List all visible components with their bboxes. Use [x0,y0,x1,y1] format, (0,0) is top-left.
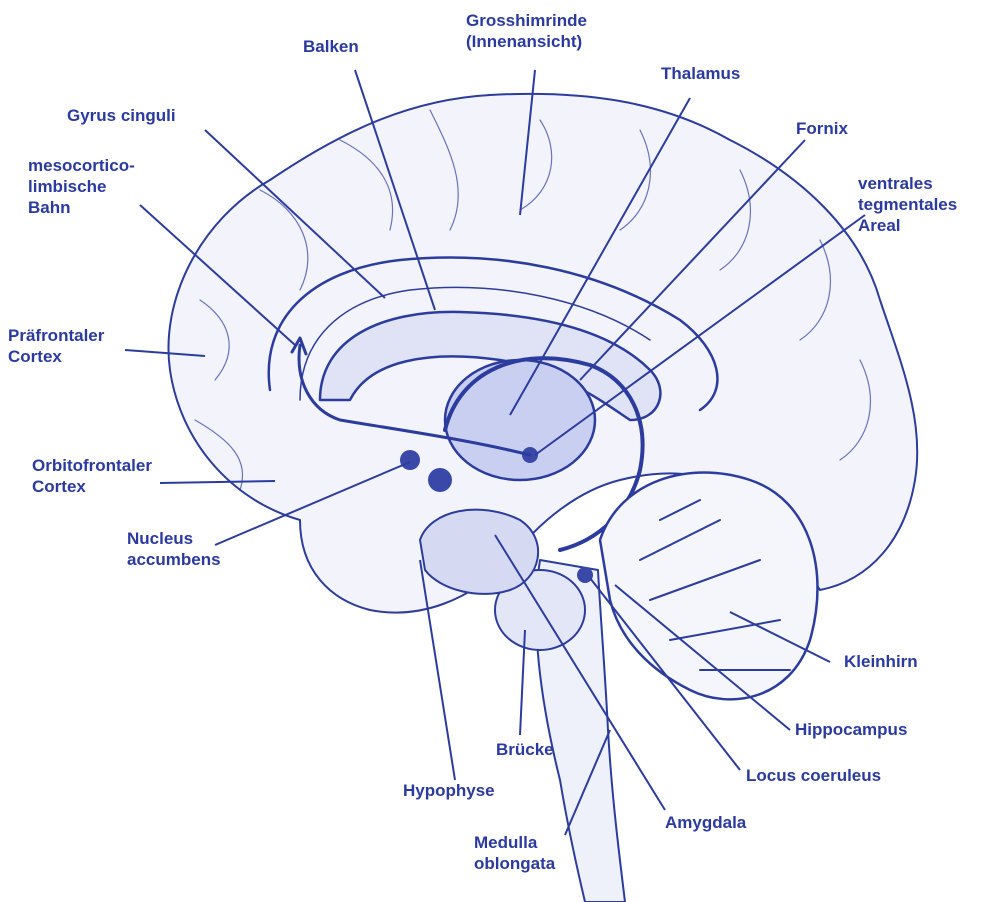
label-grosshirnrinde: Grosshimrinde (Innenansicht) [466,10,587,52]
label-hippocampus: Hippocampus [795,719,907,740]
label-locus-coeruleus: Locus coeruleus [746,765,881,786]
label-hypophyse: Hypophyse [403,780,495,801]
label-mesocortico-line2: limbische [28,176,135,197]
label-orbitofrontaler-line1: Orbitofrontaler [32,455,152,476]
label-praefrontaler: Präfrontaler Cortex [8,325,104,367]
label-medulla-line2: oblongata [474,853,555,874]
label-grosshirnrinde-line2: (Innenansicht) [466,31,587,52]
label-orbitofrontaler: Orbitofrontaler Cortex [32,455,152,497]
label-vta-line3: Areal [858,215,957,236]
label-mesocortico: mesocortico- limbische Bahn [28,155,135,218]
label-gyrus-cinguli: Gyrus cinguli [67,105,176,126]
label-vta-line1: ventrales [858,173,957,194]
label-thalamus: Thalamus [661,63,740,84]
label-fornix: Fornix [796,118,848,139]
thalamus [445,360,595,480]
label-orbitofrontaler-line2: Cortex [32,476,152,497]
label-vta: ventrales tegmentales Areal [858,173,957,236]
label-grosshirnrinde-line1: Grosshimrinde [466,10,587,31]
label-balken: Balken [303,36,359,57]
label-praefrontaler-line1: Präfrontaler [8,325,104,346]
label-mesocortico-line3: Bahn [28,197,135,218]
label-medulla: Medulla oblongata [474,832,555,874]
label-nucleus-line1: Nucleus [127,528,221,549]
label-nucleus-line2: accumbens [127,549,221,570]
label-vta-line2: tegmentales [858,194,957,215]
temporal-lobe [420,510,538,594]
label-mesocortico-line1: mesocortico- [28,155,135,176]
label-nucleus: Nucleus accumbens [127,528,221,570]
label-medulla-line1: Medulla [474,832,555,853]
label-kleinhirn: Kleinhirn [844,651,918,672]
cerebellum [600,473,818,700]
label-praefrontaler-line2: Cortex [8,346,104,367]
label-bruecke: Brücke [496,739,554,760]
label-amygdala: Amygdala [665,812,746,833]
